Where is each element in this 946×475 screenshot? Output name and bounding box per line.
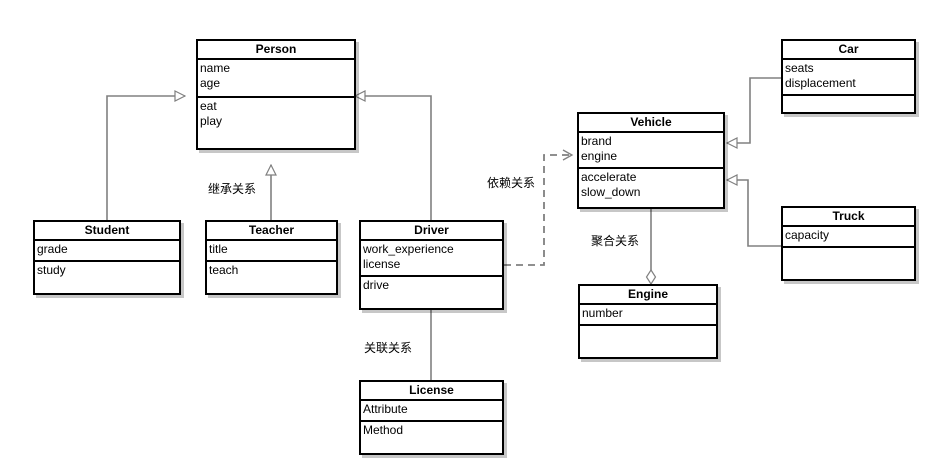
relationship-label-inheritance: 继承关系 (208, 182, 257, 196)
edge-truck-vehicle (727, 180, 781, 247)
class-operations-vehicle: accelerate slow_down (579, 169, 723, 200)
operation-item: drive (363, 278, 390, 292)
attribute-item: age (200, 76, 221, 90)
operation-item: slow_down (581, 185, 641, 199)
class-title-truck: Truck (783, 208, 914, 227)
class-attributes-car: seats displacement (783, 60, 914, 96)
relationship-label-association: 关联关系 (364, 341, 413, 355)
class-box-truck[interactable]: Truck capacity (781, 206, 916, 281)
attribute-item: capacity (785, 228, 830, 242)
class-title-student: Student (35, 222, 179, 241)
class-title-driver: Driver (361, 222, 502, 241)
class-attributes-person: name age (198, 60, 354, 98)
edge-student-person (106, 96, 185, 220)
class-attributes-engine: number (580, 305, 716, 326)
operation-item: play (200, 114, 223, 128)
operation-item: Method (363, 423, 404, 437)
attribute-item: title (209, 242, 228, 256)
attribute-item: name (200, 61, 231, 75)
operation-item: accelerate (581, 170, 637, 184)
edge-driver-person (355, 96, 432, 220)
attribute-item: seats (785, 61, 814, 75)
class-operations-student: study (35, 262, 179, 278)
attribute-item: brand (581, 134, 612, 148)
class-attributes-student: grade (35, 241, 179, 262)
class-attributes-license: Attribute (361, 401, 502, 422)
attribute-item: grade (37, 242, 68, 256)
class-box-vehicle[interactable]: Vehicle brand engine accelerate slow_dow… (577, 112, 725, 209)
class-title-person: Person (198, 41, 354, 60)
class-operations-person: eat play (198, 98, 354, 129)
operation-item: eat (200, 99, 217, 113)
class-operations-car (783, 96, 914, 97)
class-box-driver[interactable]: Driver work_experience license drive (359, 220, 504, 310)
attribute-item: number (582, 306, 623, 320)
class-box-car[interactable]: Car seats displacement (781, 39, 916, 114)
class-operations-driver: drive (361, 277, 502, 293)
class-box-person[interactable]: Person name age eat play (196, 39, 356, 150)
relationship-label-aggregation: 聚合关系 (591, 234, 640, 248)
class-title-license: License (361, 382, 502, 401)
attribute-item: engine (581, 149, 618, 163)
class-box-student[interactable]: Student grade study (33, 220, 181, 295)
class-attributes-teacher: title (207, 241, 336, 262)
class-attributes-vehicle: brand engine (579, 133, 723, 169)
class-operations-truck (783, 248, 914, 249)
class-attributes-truck: capacity (783, 227, 914, 248)
class-box-engine[interactable]: Engine number (578, 284, 718, 359)
operation-item: study (37, 263, 66, 277)
attribute-item: displacement (785, 76, 856, 90)
class-operations-teacher: teach (207, 262, 336, 278)
class-title-car: Car (783, 41, 914, 60)
relationship-label-dependency: 依赖关系 (487, 176, 536, 190)
class-title-teacher: Teacher (207, 222, 336, 241)
attribute-item: work_experience (363, 242, 454, 256)
class-operations-license: Method (361, 422, 502, 438)
class-title-vehicle: Vehicle (579, 114, 723, 133)
edge-car-vehicle (727, 77, 781, 143)
operation-item: teach (209, 263, 239, 277)
class-box-license[interactable]: License Attribute Method (359, 380, 504, 455)
class-attributes-driver: work_experience license (361, 241, 502, 277)
attribute-item: license (363, 257, 401, 271)
attribute-item: Attribute (363, 402, 408, 416)
edge-driver-vehicle (504, 149, 574, 266)
class-operations-engine (580, 326, 716, 327)
class-box-teacher[interactable]: Teacher title teach (205, 220, 338, 295)
class-title-engine: Engine (580, 286, 716, 305)
